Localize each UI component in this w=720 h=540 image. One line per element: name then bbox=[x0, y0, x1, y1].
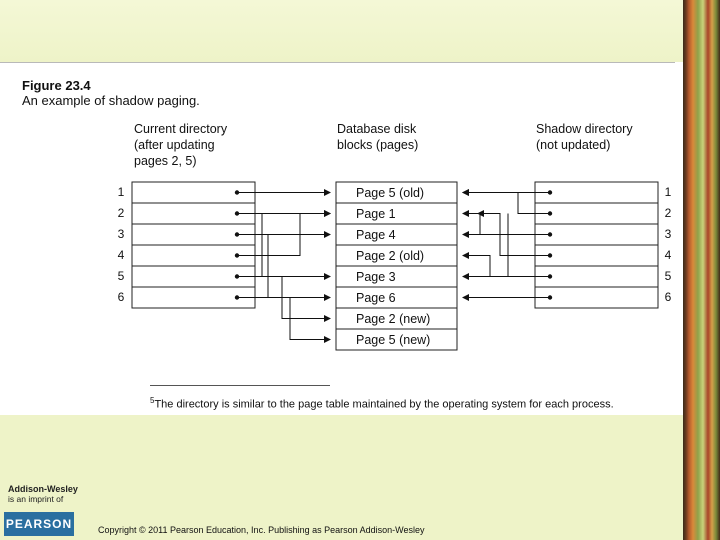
current-row-number: 5 bbox=[117, 269, 125, 283]
disk-blocks-table bbox=[335, 181, 458, 351]
figure-title: Figure 23.4 bbox=[22, 78, 91, 93]
header-divider bbox=[0, 62, 675, 63]
pointer-arrow bbox=[462, 252, 550, 277]
pointer-arrow bbox=[477, 210, 484, 235]
pointer-arrow bbox=[462, 213, 509, 280]
disk-block-labels: Page 5 (old) Page 1 Page 4 Page 2 (old) … bbox=[356, 186, 430, 347]
shadow-directory-header: Shadow directory (not updated) bbox=[536, 122, 633, 152]
current-directory-table bbox=[131, 181, 256, 309]
shadow-row-number: 5 bbox=[664, 269, 672, 283]
figure-caption: An example of shadow paging. bbox=[22, 93, 200, 108]
decorative-side-strip bbox=[683, 0, 720, 540]
shadow-row-number: 6 bbox=[664, 290, 672, 304]
disk-block: Page 4 bbox=[356, 228, 396, 242]
footnote-text: The directory is similar to the page tab… bbox=[154, 398, 614, 411]
current-row-number: 4 bbox=[117, 248, 125, 262]
shadow-row-number: 1 bbox=[664, 185, 672, 199]
footer-band bbox=[0, 415, 683, 540]
disk-block: Page 3 bbox=[356, 270, 396, 284]
shadow-row-number: 3 bbox=[664, 227, 672, 241]
current-row-number: 3 bbox=[117, 227, 125, 241]
current-row-number: 6 bbox=[117, 290, 125, 304]
pointer-arrow bbox=[237, 297, 331, 343]
footnote: 5The directory is similar to the page ta… bbox=[150, 396, 614, 411]
current-directory-header: Current directory (after updating pages … bbox=[134, 122, 228, 168]
current-row-number: 2 bbox=[117, 206, 125, 220]
addison-wesley-logo: Addison-Wesley bbox=[8, 484, 78, 494]
header-band bbox=[0, 0, 683, 62]
pointer-arrow bbox=[262, 234, 331, 301]
copyright-notice: Copyright © 2011 Pearson Education, Inc.… bbox=[98, 525, 425, 535]
imprint-text: is an imprint of bbox=[8, 494, 64, 504]
footnote-mark: 5 bbox=[150, 396, 155, 405]
shadow-row-number: 4 bbox=[664, 248, 672, 262]
disk-block: Page 6 bbox=[356, 291, 396, 305]
pearson-logo: PEARSON bbox=[4, 512, 74, 536]
disk-block: Page 2 (old) bbox=[356, 249, 424, 263]
pointer-arrow bbox=[462, 189, 550, 214]
footnote-rule bbox=[150, 385, 330, 386]
shadow-row-number: 2 bbox=[664, 206, 672, 220]
current-row-number: 1 bbox=[117, 185, 125, 199]
disk-block: Page 2 (new) bbox=[356, 312, 430, 326]
shadow-directory-table bbox=[534, 181, 659, 309]
disk-block: Page 5 (new) bbox=[356, 333, 430, 347]
disk-blocks-header: Database disk blocks (pages) bbox=[337, 122, 419, 152]
shadow-paging-diagram: Page 5 (old) Page 1 Page 4 Page 2 (old) … bbox=[131, 181, 659, 351]
pointer-arrow bbox=[258, 213, 331, 280]
shadow-directory-arrows bbox=[462, 189, 550, 301]
current-directory-arrows bbox=[237, 189, 331, 343]
disk-block: Page 1 bbox=[356, 207, 396, 221]
disk-block: Page 5 (old) bbox=[356, 186, 424, 200]
